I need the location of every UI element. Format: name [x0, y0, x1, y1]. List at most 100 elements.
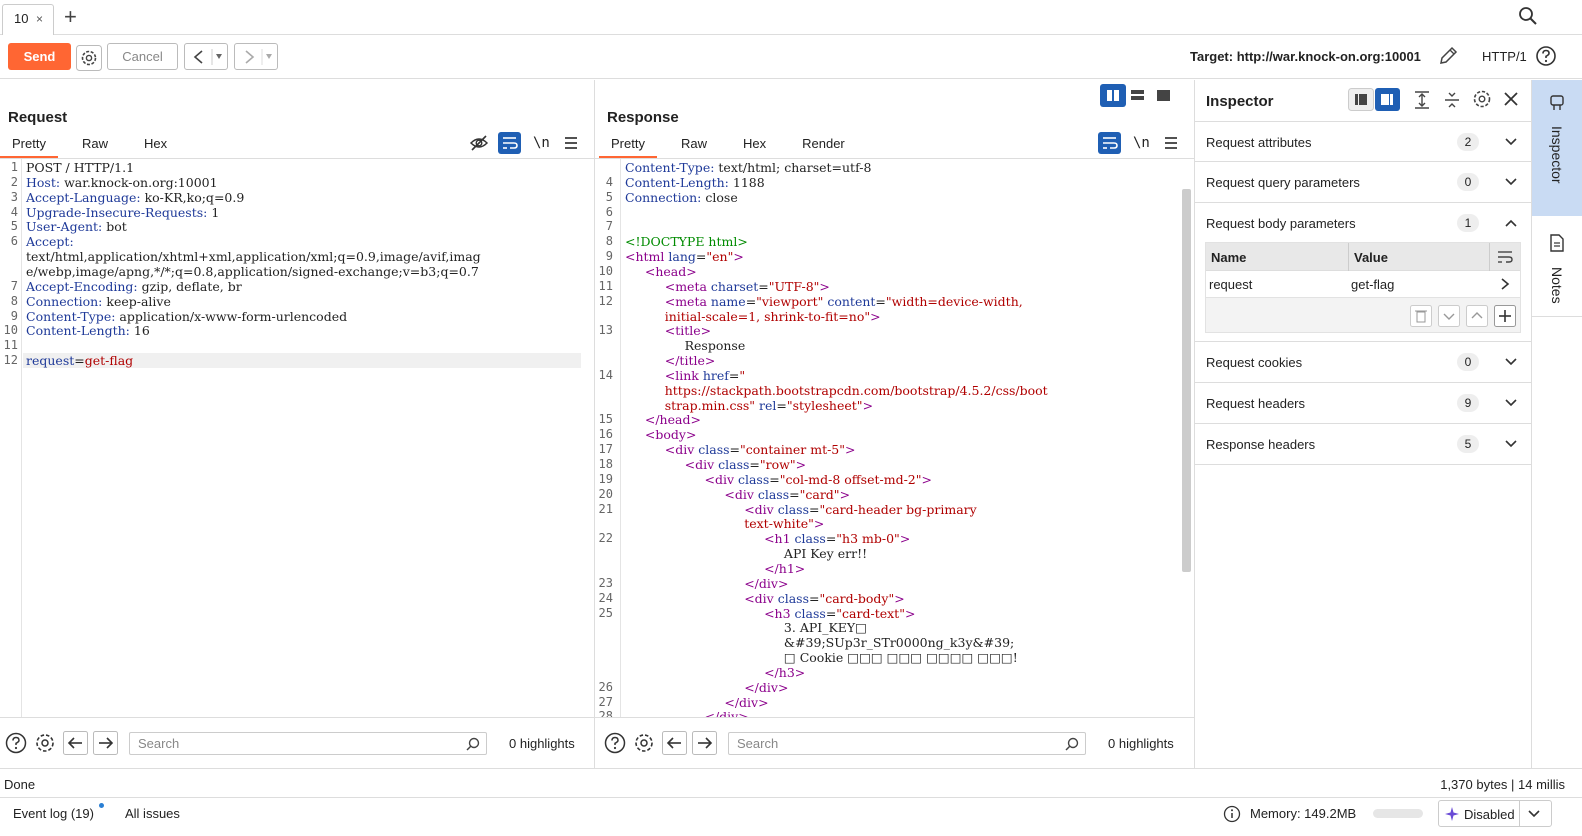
- param-value: get-flag: [1351, 277, 1395, 292]
- response-search-input[interactable]: Search: [728, 732, 1086, 755]
- response-search-bar: Search 0 highlights: [595, 717, 1194, 768]
- chevron-down-icon: [1528, 810, 1540, 818]
- newline-toggle[interactable]: \n: [533, 135, 550, 151]
- code-line: <h1 class="h3 mb-0">: [625, 531, 910, 546]
- previous-match-icon[interactable]: [63, 731, 88, 755]
- code-token: =: [695, 249, 707, 265]
- code-token: rel: [759, 397, 777, 413]
- help-icon[interactable]: [604, 732, 626, 754]
- gear-icon[interactable]: [633, 732, 655, 754]
- code-token: https://stackpath.bootstrapcdn.com/boots…: [664, 382, 1048, 398]
- sidebar-tab-notes[interactable]: Notes: [1532, 217, 1582, 317]
- code-line: </div>: [625, 695, 768, 710]
- request-search-bar: Search 0 highlights: [0, 717, 594, 768]
- event-log-link[interactable]: Event log (19): [13, 806, 94, 821]
- tab-pretty[interactable]: Pretty: [599, 136, 657, 158]
- code-token: ko-KR,ko;q=0.9: [144, 189, 245, 205]
- current-line-highlight: [23, 353, 581, 369]
- forward-nav-button[interactable]: [234, 43, 278, 70]
- column-divider[interactable]: [1348, 243, 1349, 271]
- code-line: Accept-Encoding: gzip, deflate, br: [26, 279, 242, 294]
- section-response-headers[interactable]: Response headers 5: [1195, 424, 1532, 465]
- sidebar-label-notes: Notes: [1549, 267, 1565, 304]
- code-token: href: [702, 367, 729, 383]
- menu-icon[interactable]: [1163, 135, 1179, 151]
- section-request-cookies[interactable]: Request cookies 0: [1195, 342, 1532, 383]
- code-token: keep-alive: [106, 293, 171, 309]
- inspector-icon: [1550, 95, 1564, 110]
- code-token: war.knock-on.org:10001: [64, 174, 218, 190]
- line-number: 15: [598, 412, 613, 427]
- hide-eye-icon[interactable]: [469, 133, 489, 153]
- close-icon[interactable]: [1503, 91, 1519, 107]
- code-token: =: [809, 590, 820, 606]
- code-token: =: [769, 471, 780, 487]
- menu-icon[interactable]: [563, 135, 579, 151]
- code-line: <div class="col-md-8 offset-md-2">: [625, 472, 932, 487]
- code-token: class: [737, 471, 770, 487]
- section-request-headers[interactable]: Request headers 9: [1195, 383, 1532, 424]
- chevron-right-icon[interactable]: [1499, 277, 1511, 291]
- close-tab-icon[interactable]: ×: [35, 12, 43, 26]
- code-token: [625, 457, 685, 472]
- tab-raw[interactable]: Raw: [680, 136, 707, 151]
- code-token: <meta: [664, 293, 711, 309]
- help-icon[interactable]: [5, 732, 27, 754]
- vertical-scrollbar[interactable]: [1182, 189, 1191, 572]
- all-issues-link[interactable]: All issues: [125, 806, 180, 821]
- section-request-query-parameters[interactable]: Request query parameters 0: [1195, 162, 1532, 203]
- tab-render[interactable]: Render: [802, 136, 845, 151]
- newline-toggle[interactable]: \n: [1133, 135, 1150, 151]
- ai-toggle[interactable]: Disabled: [1438, 800, 1552, 827]
- section-request-body-parameters[interactable]: Request body parameters 1 Name Value req…: [1195, 203, 1532, 342]
- line-number: 14: [598, 367, 613, 382]
- chevron-up-icon: [1505, 219, 1517, 227]
- expand-all-icon[interactable]: [1413, 90, 1431, 110]
- request-search-input[interactable]: Search: [129, 732, 487, 755]
- code-token: 1188: [732, 174, 765, 190]
- table-row[interactable]: request get-flag: [1206, 271, 1520, 298]
- tab-hex[interactable]: Hex: [143, 136, 168, 151]
- request-title: Request: [8, 109, 68, 126]
- code-token: >: [795, 457, 807, 472]
- chevron-left-icon: [193, 49, 222, 65]
- sparkle-icon: [1445, 807, 1459, 821]
- inspector-layout-toggle[interactable]: [1348, 88, 1400, 111]
- tab-hex[interactable]: Hex: [742, 136, 767, 151]
- line-number: 12: [3, 353, 18, 368]
- code-token: >: [904, 605, 916, 621]
- next-match-icon[interactable]: [692, 731, 717, 755]
- search-icon[interactable]: [1518, 6, 1538, 26]
- info-icon[interactable]: [1223, 805, 1241, 823]
- wrap-lines-icon[interactable]: [498, 132, 521, 154]
- tab-10[interactable]: 10 ×: [2, 4, 54, 35]
- add-tab-button[interactable]: +: [64, 4, 77, 29]
- gear-icon[interactable]: [76, 45, 102, 71]
- collapse-all-icon[interactable]: [1443, 90, 1461, 110]
- previous-match-icon[interactable]: [662, 731, 687, 755]
- wrap-lines-icon[interactable]: [1098, 132, 1121, 154]
- pencil-icon[interactable]: [1437, 45, 1459, 67]
- back-nav-button[interactable]: [184, 43, 228, 70]
- cancel-button[interactable]: Cancel: [107, 43, 178, 70]
- section-request-attributes[interactable]: Request attributes 2: [1195, 121, 1532, 162]
- next-match-icon[interactable]: [93, 731, 118, 755]
- code-line: User-Agent: bot: [26, 219, 127, 234]
- tab-pretty[interactable]: Pretty: [0, 136, 58, 158]
- code-token: 1: [211, 204, 220, 220]
- send-button[interactable]: Send: [8, 43, 71, 70]
- layout-toggle[interactable]: [1100, 84, 1178, 107]
- wrap-lines-icon[interactable]: [1497, 250, 1513, 264]
- help-icon[interactable]: [1535, 45, 1557, 67]
- gear-icon[interactable]: [34, 732, 56, 754]
- tab-raw[interactable]: Raw: [81, 136, 108, 151]
- gear-icon[interactable]: [1472, 89, 1492, 109]
- code-token: Content-Length:: [625, 174, 733, 190]
- code-line: □ Cookie □□□ □□□ □□□□ □□□!: [625, 650, 1018, 665]
- sidebar-tab-inspector[interactable]: Inspector: [1532, 80, 1582, 216]
- protocol-selector[interactable]: HTTP/1: [1482, 49, 1527, 64]
- code-token: "col-md-8 offset-md-2": [779, 471, 922, 487]
